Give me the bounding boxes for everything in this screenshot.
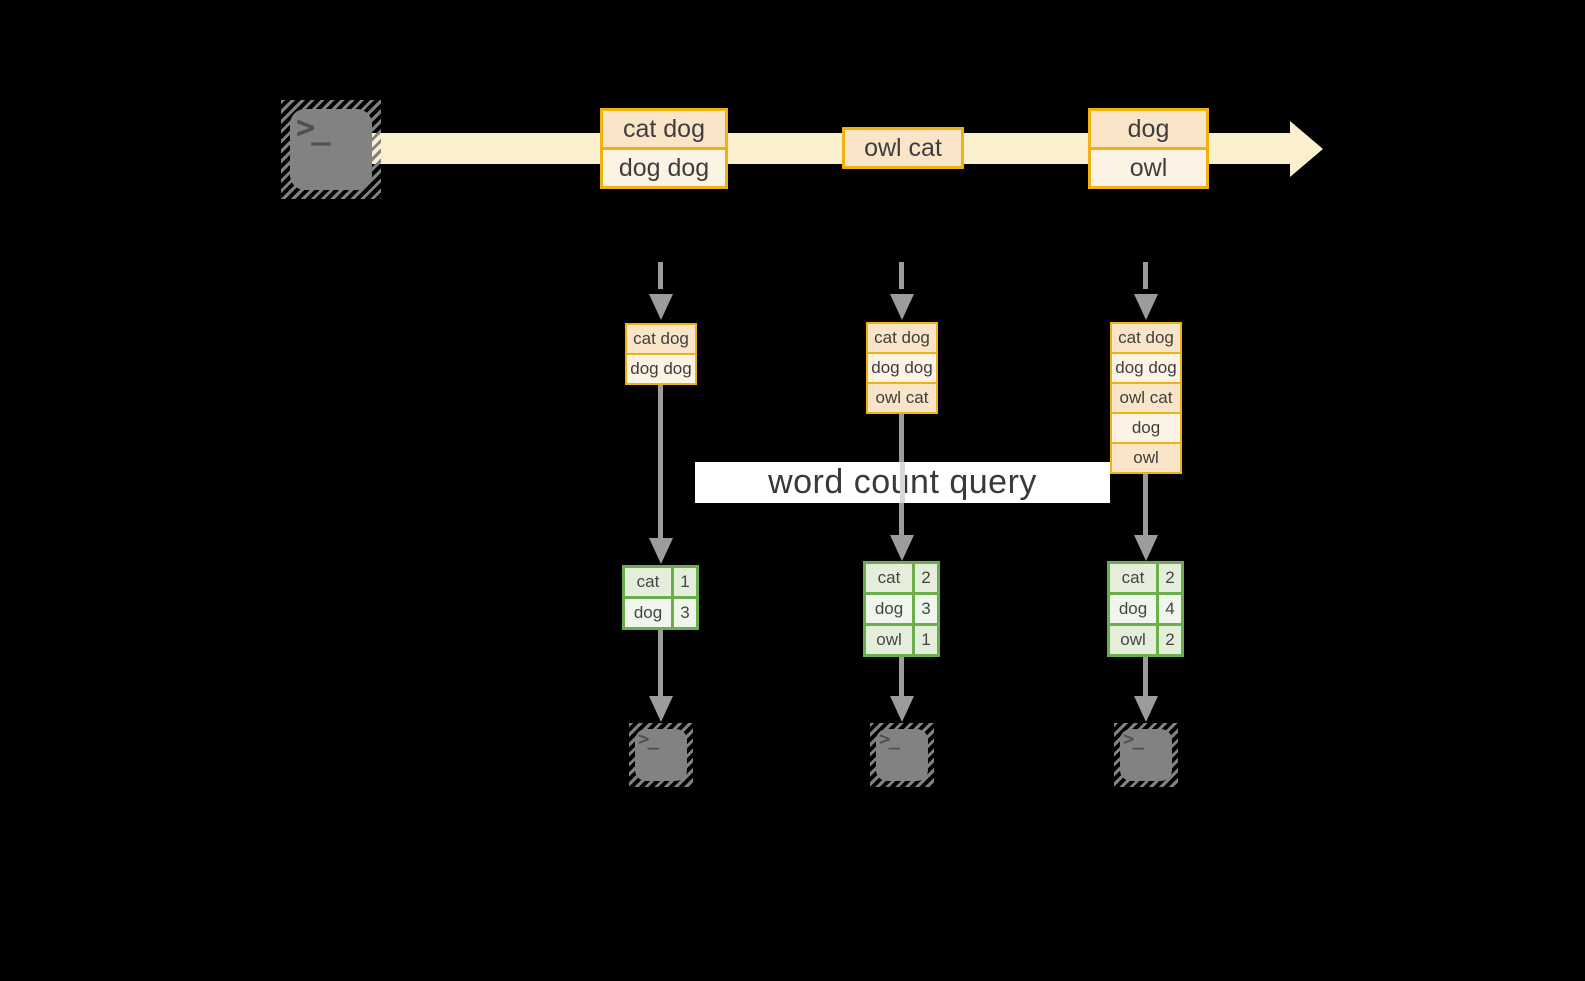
buffer-stack-2: cat dog dog dog owl cat (866, 322, 938, 414)
count-cell: 3 (674, 599, 696, 627)
dashed-arrow-1-head-icon (649, 294, 673, 320)
count-cell: 4 (1159, 595, 1181, 623)
count-cell: 2 (1159, 626, 1181, 654)
terminal-prompt-icon: >_ (1123, 728, 1144, 750)
buffer-stack-3: cat dog dog dog owl cat dog owl (1110, 322, 1182, 474)
terminal-body (635, 729, 687, 781)
stream-message-box-1: cat dog dog dog (600, 108, 728, 189)
consumer-terminal-3-icon: >_ (1114, 723, 1178, 787)
stream-message: dog dog (603, 150, 725, 186)
buffer-row: owl cat (1112, 384, 1180, 412)
buffer-row: owl cat (868, 384, 936, 412)
stream-message-box-3: dog owl (1088, 108, 1209, 189)
count-cell: 3 (915, 595, 937, 623)
buffer-row: dog (1112, 414, 1180, 442)
output-arrow-2-head-icon (890, 696, 914, 722)
word-cell: cat (625, 568, 671, 596)
count-cell: 2 (1159, 564, 1181, 592)
producer-terminal-icon: >_ (281, 100, 381, 199)
terminal-body (290, 109, 372, 190)
buffer-row: cat dog (627, 325, 695, 353)
query-arrow-1 (658, 385, 663, 538)
buffer-row: owl (1112, 444, 1180, 472)
dashed-arrow-2 (899, 262, 904, 289)
buffer-row: dog dog (868, 354, 936, 382)
count-cell: 2 (915, 564, 937, 592)
dashed-arrow-3-head-icon (1134, 294, 1158, 320)
buffer-row: dog dog (627, 355, 695, 383)
output-arrow-1-head-icon (649, 696, 673, 722)
terminal-prompt-icon: >_ (638, 728, 659, 750)
stream-message: dog (1091, 111, 1206, 147)
stream-message: owl cat (845, 130, 961, 166)
stream-message: cat dog (603, 111, 725, 147)
stream-arrowhead-icon (1290, 121, 1323, 177)
query-arrow-2-head-icon (890, 535, 914, 561)
word-cell: dog (625, 599, 671, 627)
buffer-stack-1: cat dog dog dog (625, 323, 697, 385)
count-cell: 1 (915, 626, 937, 654)
terminal-prompt-icon: >_ (879, 728, 900, 750)
stream-message-box-2: owl cat (842, 127, 964, 169)
count-cell: 1 (674, 568, 696, 596)
consumer-terminal-2-icon: >_ (870, 723, 934, 787)
arrow-through-band (900, 462, 905, 503)
word-cell: cat (1110, 564, 1156, 592)
output-arrow-3-head-icon (1134, 696, 1158, 722)
terminal-body (1120, 729, 1172, 781)
word-cell: dog (866, 595, 912, 623)
count-table-2: cat 2 dog 3 owl 1 (863, 561, 940, 657)
terminal-prompt-icon: >_ (296, 108, 330, 146)
word-cell: owl (866, 626, 912, 654)
stream-message: owl (1091, 150, 1206, 186)
count-table-1: cat 1 dog 3 (622, 565, 699, 630)
output-arrow-2 (899, 657, 904, 696)
terminal-body (876, 729, 928, 781)
word-cell: cat (866, 564, 912, 592)
output-arrow-1 (658, 630, 663, 696)
buffer-row: cat dog (1112, 324, 1180, 352)
query-arrow-1-head-icon (649, 538, 673, 564)
word-cell: owl (1110, 626, 1156, 654)
dashed-arrow-1 (658, 262, 663, 289)
buffer-row: cat dog (868, 324, 936, 352)
consumer-terminal-1-icon: >_ (629, 723, 693, 787)
query-arrow-3-head-icon (1134, 535, 1158, 561)
count-table-3: cat 2 dog 4 owl 2 (1107, 561, 1184, 657)
output-arrow-3 (1143, 657, 1148, 696)
word-cell: dog (1110, 595, 1156, 623)
buffer-row: dog dog (1112, 354, 1180, 382)
dashed-arrow-2-head-icon (890, 294, 914, 320)
dashed-arrow-3 (1143, 262, 1148, 289)
query-arrow-3 (1143, 474, 1148, 535)
